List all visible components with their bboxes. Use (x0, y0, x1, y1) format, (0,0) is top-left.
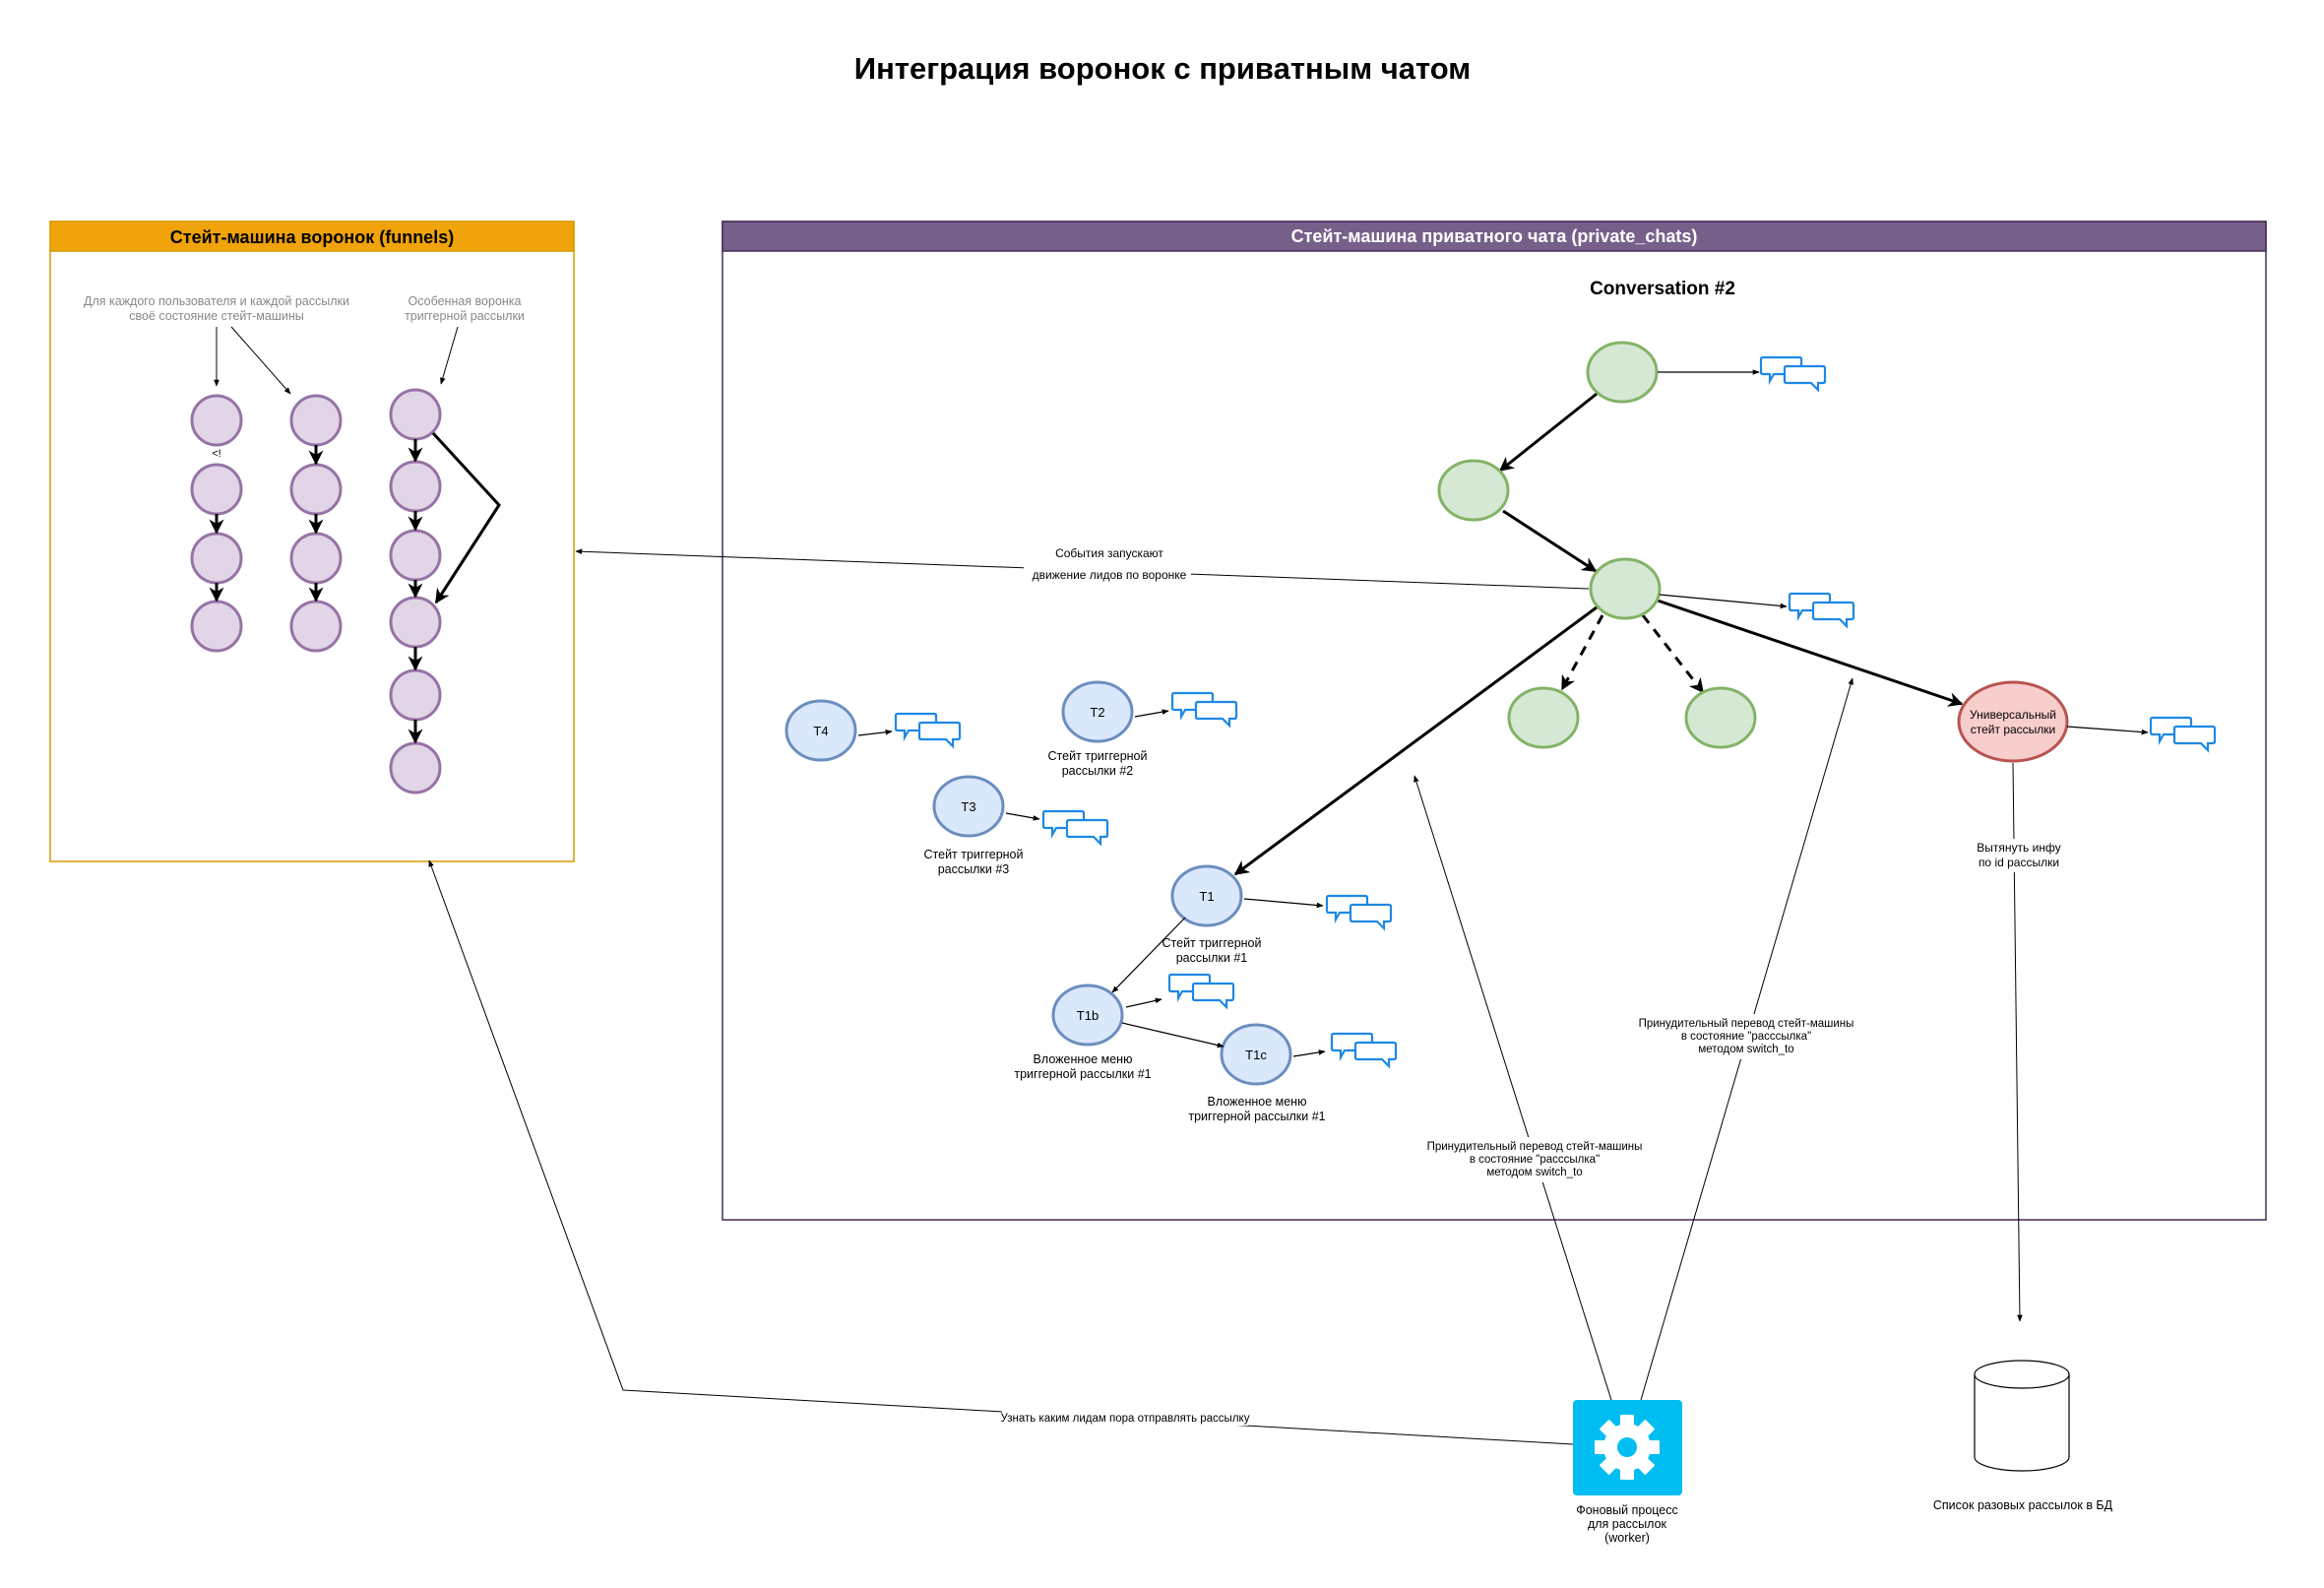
diagram-title: Интеграция воронок с приватным чатом (854, 51, 1471, 86)
note-arrow (440, 326, 459, 385)
database-node: Список разовых рассылок в БД (1933, 1360, 2113, 1512)
caption-t1c: Вложенное меню (1208, 1095, 1307, 1109)
trigger-state-nodes: T4 T2 T3 T1 T1b T1c (785, 680, 1292, 1086)
svg-text:T1c: T1c (1245, 1048, 1267, 1062)
worker-node: Фоновый процесс для рассылок (worker) (1573, 1400, 1682, 1545)
trigger-node-t2: T2 (1061, 680, 1134, 743)
worker-label: для рассылок (1588, 1517, 1667, 1531)
svg-text:T1: T1 (1199, 889, 1214, 904)
database-icon (1974, 1360, 2070, 1472)
caption-t2: Стейт триггерной (1048, 749, 1148, 763)
worker-label: Фоновый процесс (1576, 1503, 1678, 1517)
caption-t1: Стейт триггерной (1162, 936, 1262, 950)
funnels-note-each: Для каждого пользователя и каждой рассыл… (84, 294, 349, 308)
trigger-funnel-column (389, 388, 501, 794)
funnels-header: Стейт-машина воронок (funnels) (170, 227, 454, 247)
trigger-node-t3: T3 (932, 775, 1005, 838)
funnels-note-each-2: своё состояние стейт-машины (129, 309, 303, 323)
funnel-column-1: <! (190, 394, 243, 653)
chat-state-node (1589, 557, 1662, 620)
svg-text:стейт рассылки: стейт рассылки (1971, 723, 2056, 736)
caption-t1: рассылки #1 (1176, 951, 1248, 965)
chat-state-node (1507, 686, 1580, 749)
caption-t2: рассылки #2 (1062, 764, 1134, 778)
private-chat-header: Стейт-машина приватного чата (private_ch… (1291, 226, 1698, 246)
fetch-info-connector: Вытянуть инфу по id рассылки (1964, 762, 2074, 1322)
trigger-captions: Стейт триггерной рассылки #2 Стейт тригг… (924, 749, 1326, 1123)
funnel-column-2 (289, 394, 343, 653)
forced-switch-label-1: методом switch_to (1486, 1167, 1582, 1178)
trigger-node-t1c: T1c (1220, 1023, 1292, 1086)
database-label: Список разовых рассылок в БД (1933, 1498, 2113, 1512)
forced-switch-label-1: в состояние "расссылка" (1470, 1154, 1600, 1166)
caption-t1b: триггерной рассылки #1 (1014, 1067, 1151, 1081)
svg-text:Универсальный: Универсальный (1970, 708, 2056, 722)
chat-state-edges (1233, 392, 1964, 876)
svg-text:T4: T4 (813, 724, 828, 738)
events-label: События запускают (1055, 546, 1163, 560)
chat-state-nodes (1437, 341, 1757, 749)
fetch-info-label: Вытянуть инфу (1977, 841, 2060, 855)
private-chat-container: Стейт-машина приватного чата (private_ch… (722, 221, 2267, 1221)
events-connector: События запускают движение лидов по воро… (575, 543, 1590, 590)
worker-connectors: Принудительный перевод стейт-машины в со… (428, 677, 1854, 1445)
forced-switch-label-2: Принудительный перевод стейт-машины (1639, 1018, 1854, 1030)
trigger-node-t1b: T1b (1051, 984, 1124, 1047)
chat-state-node (1586, 341, 1659, 404)
funnels-note-special: Особенная воронка (408, 294, 522, 308)
svg-text:T1b: T1b (1077, 1008, 1099, 1023)
forced-switch-label-1: Принудительный перевод стейт-машины (1427, 1141, 1643, 1153)
caption-t1c: триггерной рассылки #1 (1188, 1110, 1325, 1123)
events-label: движение лидов по воронке (1033, 568, 1187, 582)
trigger-node-t4: T4 (785, 699, 857, 762)
conversation-label: Conversation #2 (1590, 279, 1735, 299)
chat-state-node (1684, 686, 1757, 749)
note-arrow (230, 326, 291, 395)
forced-switch-label-2: в состояние "расссылка" (1681, 1031, 1811, 1043)
trigger-node-t1: T1 (1170, 864, 1243, 927)
universal-state-node: Универсальный стейт рассылки (1957, 680, 2069, 763)
worker-query-label: Узнать каким лидам пора отправлять рассы… (1001, 1413, 1250, 1425)
worker-label: (worker) (1604, 1531, 1650, 1545)
funnels-container: Стейт-машина воронок (funnels) Для каждо… (49, 221, 575, 862)
caption-t1b: Вложенное меню (1034, 1052, 1133, 1066)
svg-text:T2: T2 (1090, 705, 1104, 720)
svg-text:T3: T3 (961, 799, 975, 814)
funnels-note-special-2: триггерной рассылки (405, 309, 525, 323)
fetch-info-label: по id рассылки (1979, 856, 2059, 869)
stray-mark: <! (212, 448, 220, 460)
caption-t3: Стейт триггерной (924, 848, 1024, 861)
gear-icon (1595, 1415, 1660, 1480)
forced-switch-label-2: методом switch_to (1698, 1044, 1793, 1055)
caption-t3: рассылки #3 (938, 862, 1010, 876)
message-arrows (857, 369, 2149, 1057)
chat-state-node (1437, 459, 1510, 522)
